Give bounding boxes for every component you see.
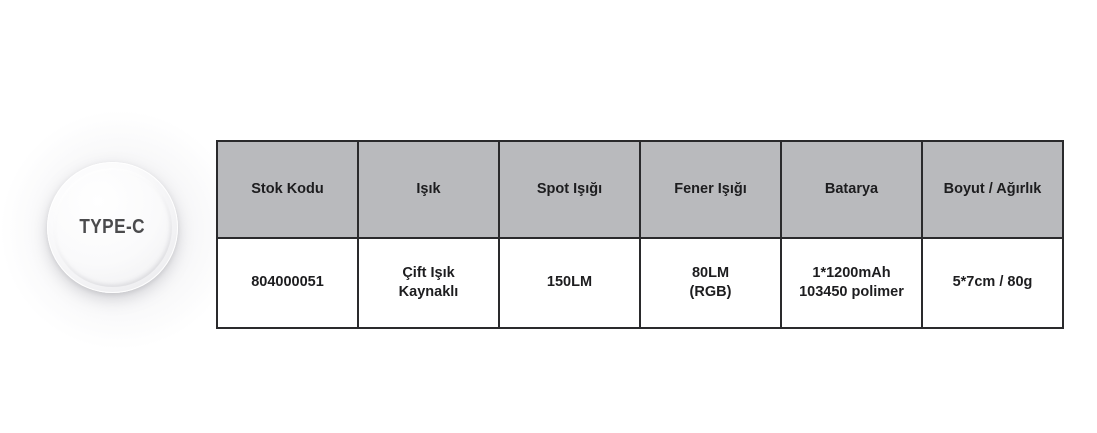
cell-line: (RGB) [689, 284, 732, 300]
column-header-spot-isigi: Spot Işığı [498, 140, 641, 239]
cell-line: 80LM [691, 264, 730, 281]
cell-line: 804000051 [251, 274, 324, 291]
type-c-badge: TYPE-C [47, 162, 178, 293]
cell-stok-kodu: 804000051 [216, 237, 359, 329]
table-header-row: Stok Kodu Işık Spot Işığı Fener Işığı Ba… [216, 140, 1064, 239]
table-header: Stok Kodu Işık Spot Işığı Fener Işığı Ba… [216, 140, 1064, 239]
cell-isik: Çift Işık Kaynaklı [357, 237, 500, 329]
column-header-stok-kodu: Stok Kodu [216, 140, 359, 239]
cell-boyut-agirlik: 5*7cm / 80g [921, 237, 1064, 329]
type-c-badge-label: TYPE-C [79, 216, 146, 238]
column-header-batarya: Batarya [780, 140, 923, 239]
cell-spot-isigi: 150LM [498, 237, 641, 329]
cell-line: Çift Işık [402, 264, 455, 281]
column-header-boyut-agirlik: Boyut / Ağırlık [921, 140, 1064, 239]
specification-table: Stok Kodu Işık Spot Işığı Fener Işığı Ba… [216, 140, 1064, 329]
cell-line: 1*1200mAh [812, 264, 891, 281]
cell-line: 103450 polimer [799, 284, 904, 300]
table-body: 804000051 Çift Işık Kaynaklı 150LM 80LM … [216, 237, 1064, 329]
cell-line: 150LM [546, 274, 593, 291]
cell-fener-isigi: 80LM (RGB) [639, 237, 782, 329]
cell-line: 5*7cm / 80g [952, 274, 1033, 291]
table-row: 804000051 Çift Işık Kaynaklı 150LM 80LM … [216, 237, 1064, 329]
column-header-isik: Işık [357, 140, 500, 239]
cell-batarya: 1*1200mAh 103450 polimer [780, 237, 923, 329]
column-header-fener-isigi: Fener Işığı [639, 140, 782, 239]
cell-line: Kaynaklı [398, 284, 459, 300]
